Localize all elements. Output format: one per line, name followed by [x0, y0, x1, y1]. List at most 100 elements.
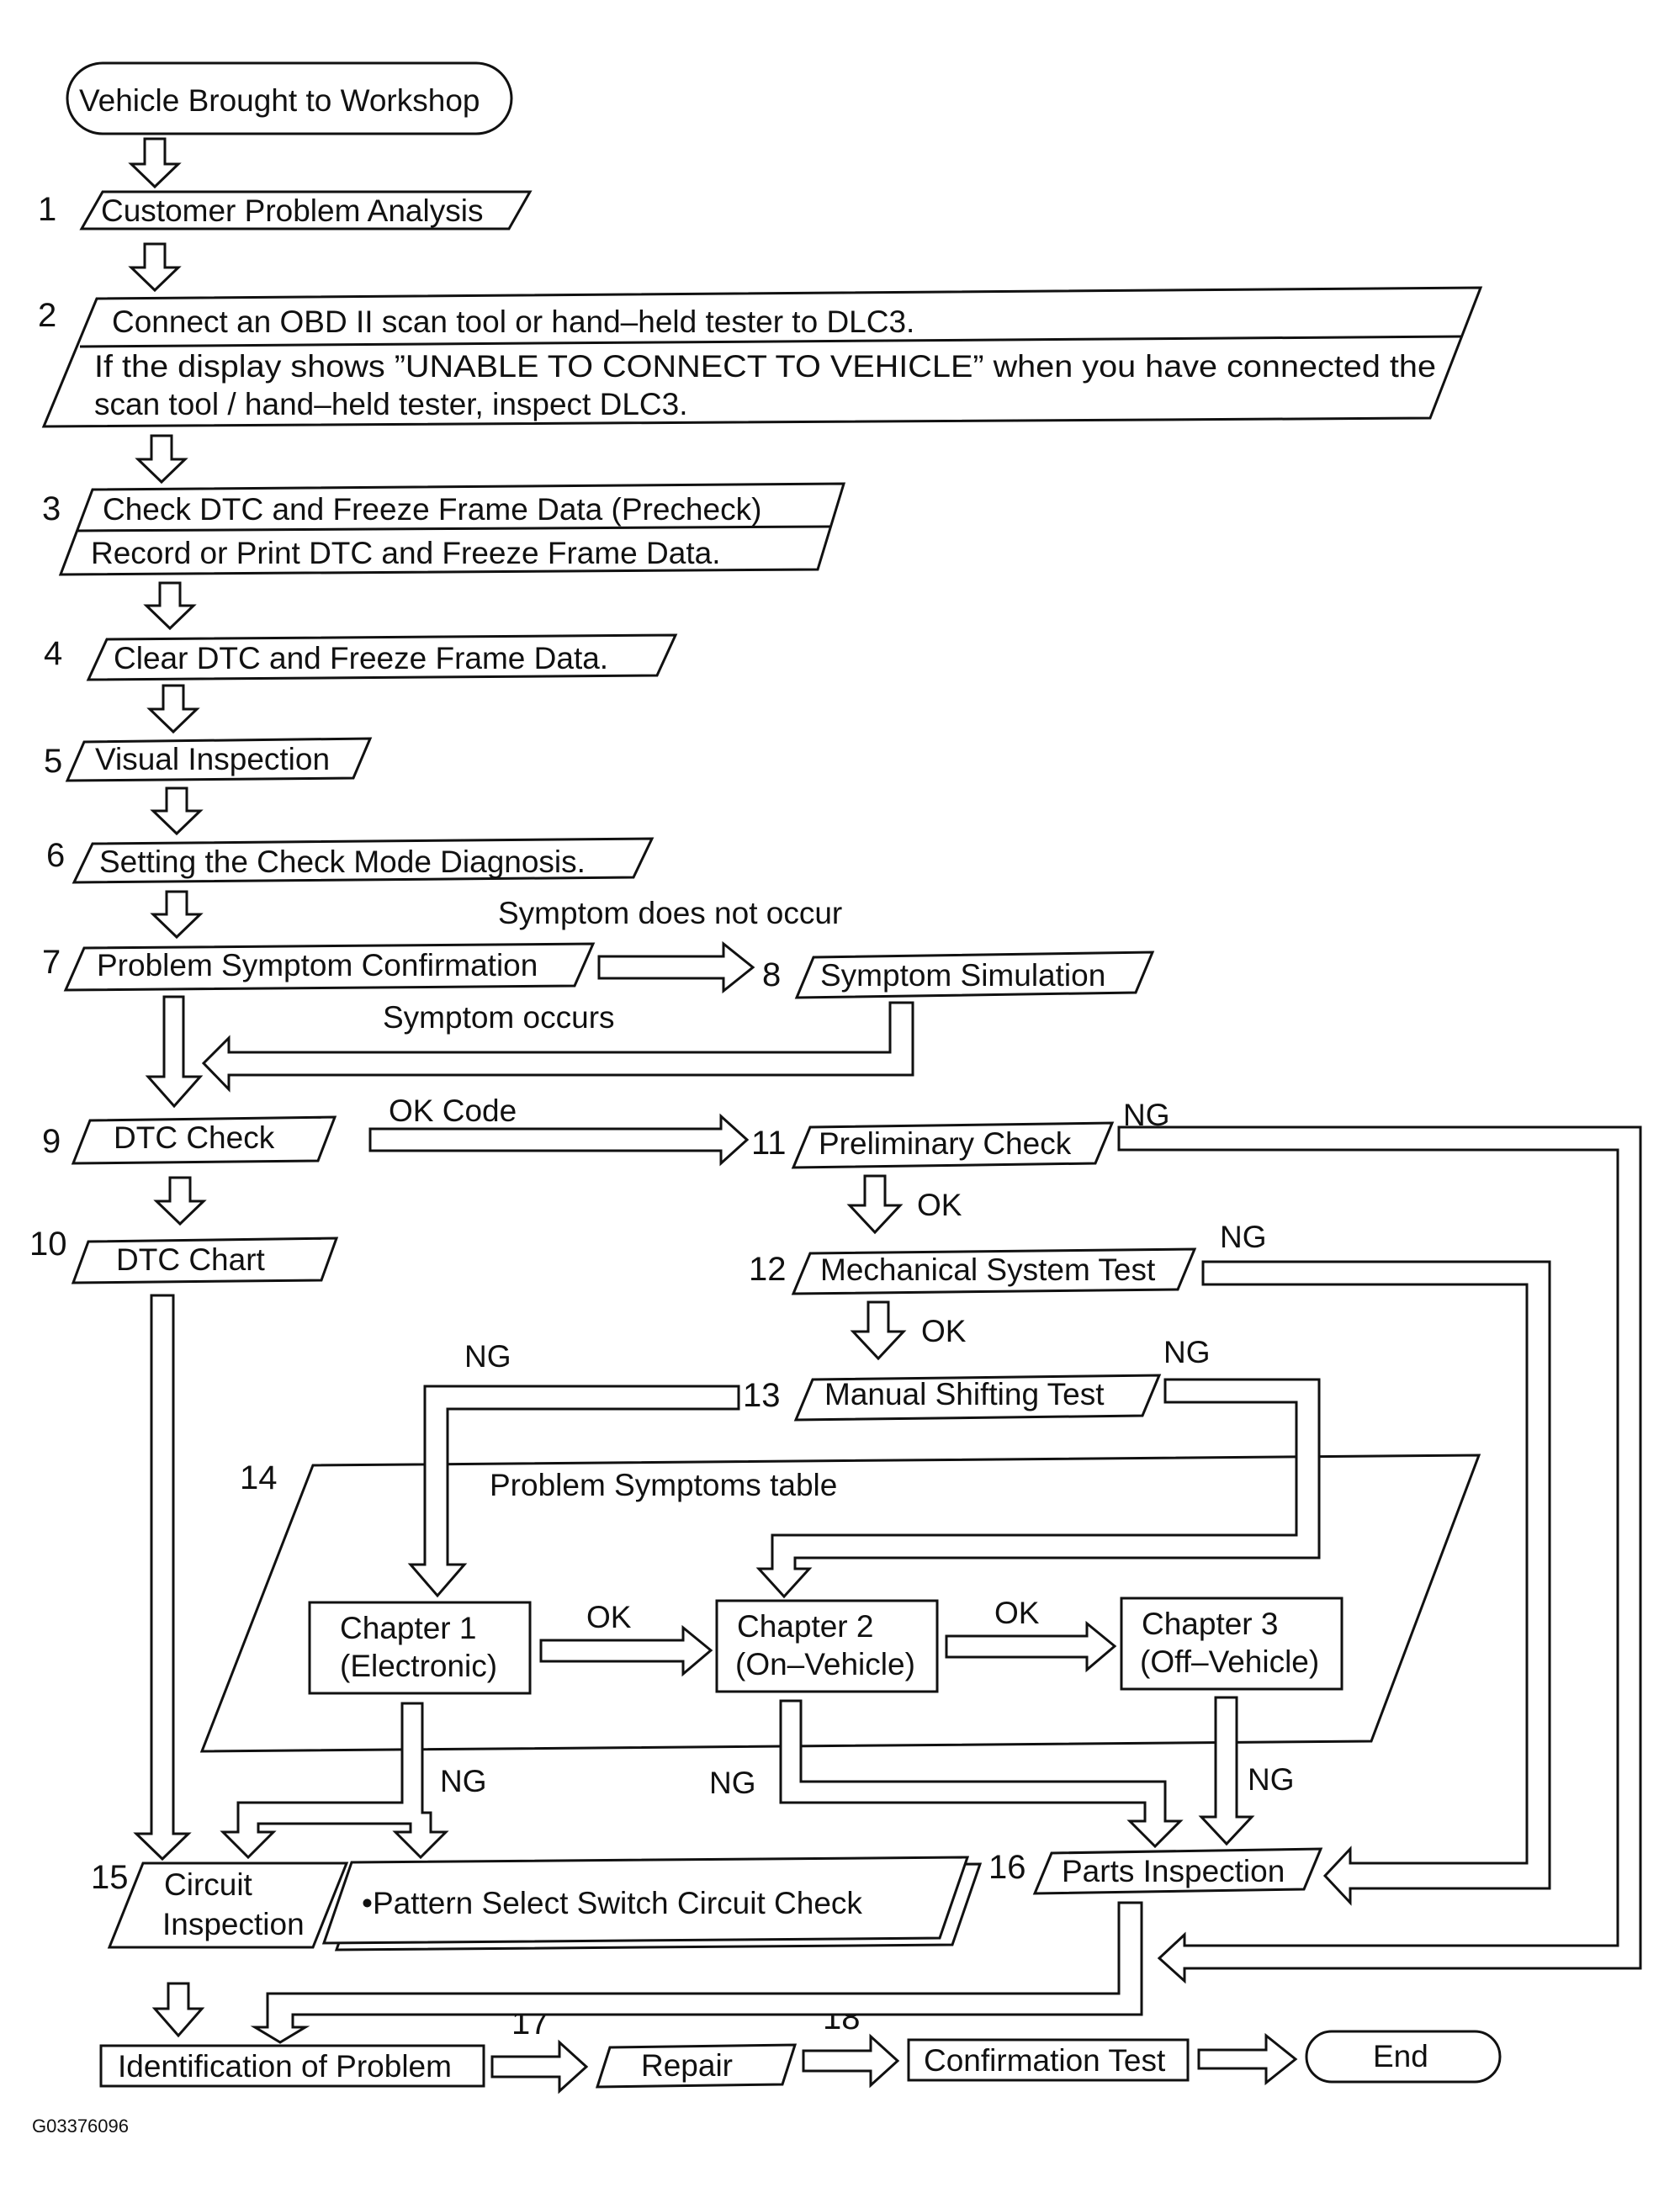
arrow-9-to-10 [153, 1176, 207, 1226]
step-7-label: Problem Symptom Confirmation [97, 948, 538, 982]
step-12-label: Mechanical System Test [820, 1252, 1156, 1287]
step-18-label: Confirmation Test [924, 2043, 1166, 2078]
step-6-box [72, 837, 655, 884]
arrow-chapter-1-ng-to-15 [220, 1702, 449, 1860]
arrow-chapter-2-ng-to-16 [779, 1699, 1184, 1849]
step-4-number: 4 [44, 635, 62, 672]
step-15-number: 15 [91, 1859, 129, 1896]
step-1-number: 1 [38, 191, 56, 228]
arrow-10-to-15 [133, 1294, 192, 1861]
step-9-number: 9 [42, 1123, 61, 1160]
label-symptom-occurs: Symptom occurs [383, 1000, 615, 1035]
step-2-line-3: scan tool / hand–held tester, inspect DL… [94, 387, 688, 421]
label-ok-ch2-ch3: OK [994, 1596, 1040, 1630]
chapter-2-title: Chapter 2 [737, 1609, 874, 1644]
step-5-box [65, 737, 373, 782]
chapter-2-box [715, 1599, 939, 1693]
step-13-label: Manual Shifting Test [824, 1377, 1105, 1411]
label-ng-ch2: NG [709, 1766, 756, 1800]
label-ok-11-12: OK [917, 1188, 962, 1222]
start-label: Vehicle Brought to Workshop [79, 83, 480, 118]
arrow-15-to-identification [151, 1982, 205, 2038]
arrow-8-to-9 [201, 1001, 914, 1093]
step-2-divider [79, 335, 1463, 348]
step-2-number: 2 [38, 297, 56, 334]
label-ng-13-right: NG [1163, 1335, 1211, 1369]
step-4-label: Clear DTC and Freeze Frame Data. [114, 641, 608, 675]
label-ng-13-left: NG [464, 1339, 511, 1374]
arrow-11-to-12 [846, 1174, 904, 1235]
arrow-3-to-4 [143, 581, 197, 631]
chapter-3-subtitle: (Off–Vehicle) [1140, 1644, 1319, 1679]
step-3-divider [77, 525, 832, 532]
circuit-check-item: •Pattern Select Switch Circuit Check [362, 1886, 862, 1920]
arrow-chapter-3-ng-to-16 [1198, 1696, 1255, 1846]
circuit-check-box [321, 1856, 970, 1945]
arrow-7-to-8 [597, 940, 755, 994]
label-ok-12-13: OK [921, 1314, 967, 1348]
figure-code: G03376096 [32, 2116, 129, 2137]
step-15-box [107, 1861, 349, 1949]
start-terminal [66, 61, 513, 135]
label-ok-ch1-ch2: OK [586, 1600, 632, 1634]
step-11-box [791, 1121, 1115, 1169]
step-10-number: 10 [29, 1226, 67, 1263]
step-1-box [79, 190, 533, 230]
label-ng-12: NG [1220, 1220, 1267, 1254]
arrow-11-ng-to-16 [1117, 1125, 1642, 1984]
identification-box [99, 2044, 485, 2088]
chapter-3-box [1120, 1597, 1343, 1691]
arrow-16-to-identification [250, 1901, 1143, 2044]
step-5-number: 5 [44, 743, 62, 780]
step-14-label: Problem Symptoms table [490, 1468, 837, 1502]
step-17-label: Repair [641, 2048, 733, 2083]
step-4-box [86, 633, 678, 681]
step-13-box [793, 1374, 1162, 1422]
arrow-chapter-1-to-chapter-2 [539, 1624, 713, 1677]
arrow-start-to-1 [128, 137, 182, 189]
step-2-line-2: If the display shows ”UNABLE TO CONNECT … [94, 349, 1436, 384]
step-2-line-1: Connect an OBD II scan tool or hand–held… [112, 305, 914, 339]
step-9-label: DTC Check [114, 1120, 275, 1155]
arrow-repair-to-confirmation [802, 2033, 900, 2089]
arrow-chapter-2-to-chapter-3 [945, 1620, 1117, 1673]
label-ok-code: OK Code [389, 1094, 517, 1128]
step-11-label: Preliminary Check [819, 1126, 1072, 1161]
step-3-line-1: Check DTC and Freeze Frame Data (Prechec… [103, 492, 761, 527]
arrow-1-to-2 [128, 242, 182, 293]
step-8-number: 8 [762, 956, 781, 993]
step-9-box [71, 1115, 337, 1165]
step-12-number: 12 [749, 1251, 787, 1288]
chapter-3-title: Chapter 3 [1142, 1607, 1279, 1641]
step-1-label: Customer Problem Analysis [101, 193, 483, 228]
arrow-6-to-7 [150, 890, 204, 940]
arrow-5-to-6 [150, 786, 204, 836]
step-6-number: 6 [46, 837, 65, 874]
step-3-number: 3 [42, 490, 61, 527]
step-14-box [199, 1454, 1481, 1753]
step-12-box [791, 1247, 1197, 1295]
step-15-line-2: Inspection [162, 1907, 305, 1941]
label-ng-ch3: NG [1248, 1762, 1295, 1797]
step-3-line-2: Record or Print DTC and Freeze Frame Dat… [91, 536, 720, 570]
arrow-identification-to-repair [490, 2039, 589, 2094]
step-10-box [71, 1237, 339, 1284]
chapter-2-subtitle: (On–Vehicle) [735, 1647, 915, 1681]
chapter-1-subtitle: (Electronic) [340, 1649, 497, 1683]
step-15-line-1: Circuit [164, 1867, 253, 1902]
step-17-box [595, 2043, 798, 2089]
arrow-7-to-9 [145, 995, 204, 1109]
arrow-confirmation-to-end [1197, 2032, 1298, 2086]
step-8-label: Symptom Simulation [820, 958, 1105, 993]
identification-label: Identification of Problem [118, 2049, 452, 2084]
step-16-box [1032, 1847, 1323, 1895]
step-11-number: 11 [751, 1125, 787, 1162]
arrow-12-to-13 [850, 1300, 907, 1361]
step-8-box [794, 951, 1155, 999]
label-ng-ch1: NG [440, 1764, 487, 1798]
step-16-number: 16 [988, 1849, 1026, 1886]
step-13-number: 13 [743, 1377, 781, 1414]
arrow-12-ng-to-16 [1201, 1260, 1551, 1906]
step-7-number: 7 [42, 944, 61, 981]
